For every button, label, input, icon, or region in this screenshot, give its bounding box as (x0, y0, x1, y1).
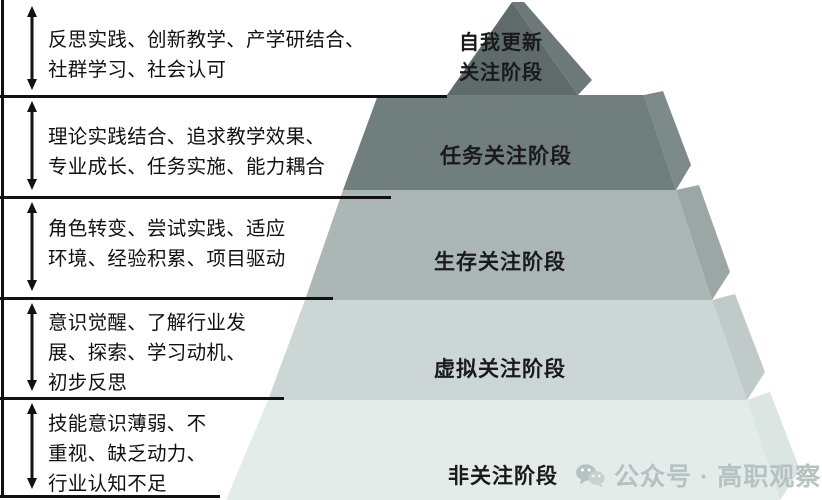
descriptor-3-line-2: 环境、经验积累、项目驱动 (48, 249, 286, 270)
tier-label-5: 自我更新 关注阶段 (459, 28, 543, 88)
descriptor-5-line-1: 反思实践、创新教学、产学研结合、 (48, 30, 365, 51)
watermark-text: 公众号 · 高职观察 (614, 463, 822, 491)
tier-label-5-line2: 关注阶段 (459, 62, 543, 84)
tier-label-4: 任务关注阶段 (440, 144, 572, 168)
left-edge-segment-3 (1, 196, 4, 297)
divider-line-3 (0, 297, 333, 300)
range-arrow-4 (27, 303, 37, 391)
left-edge-segment-4 (1, 297, 4, 397)
descriptor-4-line-1: 理论实践结合、追求教学效果、 (48, 127, 326, 148)
pyramid-tier-1 (226, 392, 800, 500)
descriptor-4-line-2: 专业成长、任务实施、能力耦合 (48, 157, 326, 178)
descriptor-1-line-2: 重视、缺乏动力、 (48, 444, 207, 465)
descriptor-2-line-2: 展、探索、学习动机、 (48, 343, 247, 364)
left-edge-segment-2 (1, 95, 4, 196)
pyramid-tier-4 (343, 91, 691, 190)
descriptor-5-line-2: 社群学习、社会认可 (48, 60, 227, 81)
descriptor-2-line-3: 初步反思 (48, 373, 128, 394)
divider-line-1 (0, 95, 447, 98)
descriptor-text-3: 角色转变、尝试实践、适应 环境、经验积累、项目驱动 (48, 215, 286, 275)
pyramid-tier-2 (268, 294, 765, 400)
descriptor-1-line-1: 技能意识薄弱、不 (48, 414, 207, 435)
tier-label-1: 非关注阶段 (448, 464, 558, 488)
descriptor-text-4: 理论实践结合、追求教学效果、 专业成长、任务实施、能力耦合 (48, 123, 325, 183)
divider-line-2 (0, 196, 391, 199)
descriptor-3-line-1: 角色转变、尝试实践、适应 (48, 219, 286, 240)
descriptor-1-line-3: 行业认知不足 (48, 474, 167, 495)
left-edge-segment-1 (1, 0, 4, 95)
pyramid-tier-5 (447, 2, 592, 95)
wechat-icon (576, 463, 605, 487)
tier-label-5-line1: 自我更新 (459, 32, 543, 54)
left-edge-segment-5 (1, 397, 4, 497)
descriptor-text-1: 技能意识薄弱、不 重视、缺乏动力、 行业认知不足 (48, 410, 206, 500)
range-arrow-5 (27, 403, 37, 489)
descriptor-panel: 反思实践、创新教学、产学研结合、 社群学习、社会认可 理论实践结合、追求教学效果… (0, 0, 447, 500)
range-arrow-3 (27, 202, 37, 291)
watermark: 公众号 · 高职观察 (575, 457, 821, 493)
pyramid-tier-3 (305, 185, 730, 300)
tier-label-3: 生存关注阶段 (434, 250, 566, 274)
descriptor-2-line-1: 意识觉醒、了解行业发 (48, 313, 247, 334)
range-arrow-1 (27, 6, 37, 90)
divider-line-5 (0, 495, 220, 498)
range-arrow-2 (27, 101, 37, 190)
descriptor-text-2: 意识觉醒、了解行业发 展、探索、学习动机、 初步反思 (48, 309, 246, 399)
tier-label-2: 虚拟关注阶段 (434, 357, 566, 381)
divider-line-4 (0, 397, 284, 400)
descriptor-text-5: 反思实践、创新教学、产学研结合、 社群学习、社会认可 (48, 26, 365, 86)
